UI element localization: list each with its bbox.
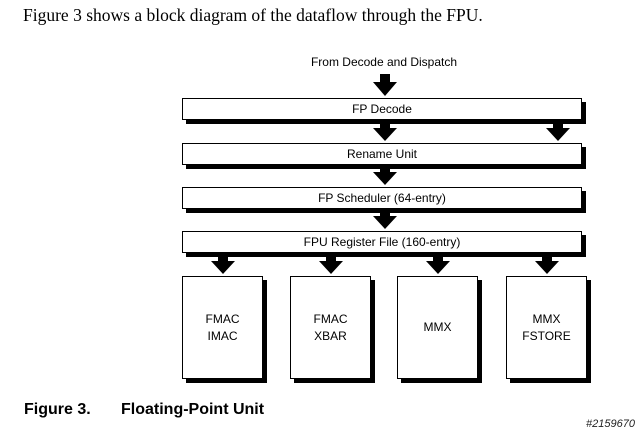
input-label: From Decode and Dispatch xyxy=(310,55,458,69)
watermark: #2159670 xyxy=(586,418,635,430)
figure-title: Floating-Point Unit xyxy=(121,401,265,418)
arrow-input xyxy=(373,74,397,96)
stage-label: Rename Unit xyxy=(346,147,418,161)
unit-label-line2: IMAC xyxy=(207,328,238,343)
unit-label-line2: FSTORE xyxy=(522,328,571,343)
stage-fpu-register-file: FPU Register File (160-entry) xyxy=(182,231,582,253)
unit-label-line1: MMX xyxy=(532,311,561,326)
arrow-regfile-unit3 xyxy=(426,257,450,274)
stage-fp-scheduler: FP Scheduler (64-entry) xyxy=(182,187,582,209)
figure-number: Figure 3. xyxy=(24,401,91,418)
arrow-regfile-unit1 xyxy=(211,257,235,274)
intro-text: Figure 3 shows a block diagram of the da… xyxy=(23,5,483,25)
unit-label-line1: FMAC xyxy=(205,311,240,326)
arrow-regfile-unit4 xyxy=(535,257,559,274)
stage-label: FP Scheduler (64-entry) xyxy=(318,191,446,205)
unit-label-line1: MMX xyxy=(423,320,452,334)
arrow-rename-scheduler xyxy=(373,169,397,185)
unit-fmac-imac: FMAC IMAC xyxy=(182,276,263,379)
arrow-decode-rename-right xyxy=(546,124,570,141)
arrow-regfile-unit2 xyxy=(319,257,343,274)
unit-fmac-xbar: FMAC XBAR xyxy=(290,276,371,379)
figure-caption: Figure 3. Floating-Point Unit xyxy=(24,401,264,419)
stage-label: FPU Register File (160-entry) xyxy=(303,235,461,249)
stage-label: FP Decode xyxy=(352,102,412,116)
unit-mmx-fstore: MMX FSTORE xyxy=(506,276,587,379)
unit-label-line2: XBAR xyxy=(314,328,347,343)
arrow-decode-rename-left xyxy=(373,124,397,141)
arrow-scheduler-regfile xyxy=(373,213,397,229)
stage-fp-decode: FP Decode xyxy=(182,98,582,120)
unit-label-line1: FMAC xyxy=(313,311,348,326)
unit-mmx: MMX xyxy=(397,276,478,379)
stage-rename-unit: Rename Unit xyxy=(182,143,582,165)
